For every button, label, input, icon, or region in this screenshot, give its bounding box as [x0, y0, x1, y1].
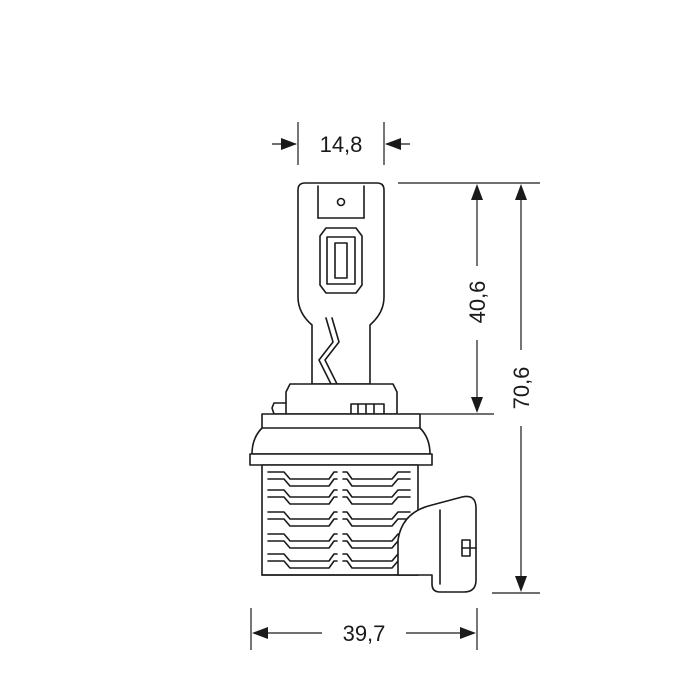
connector-latch: [461, 539, 471, 557]
tower-hole: [336, 197, 346, 207]
arrowhead: [515, 184, 527, 200]
led-chip: [319, 227, 363, 294]
flange-plate: [249, 453, 433, 466]
dimension-label-top-width: 14,8: [320, 132, 363, 157]
dimension-label-upper-height: 40,6: [465, 281, 490, 324]
led-bulb: [249, 182, 477, 593]
dimension-label-base-width: 39,7: [343, 621, 386, 646]
arrowhead: [385, 138, 401, 150]
arrowhead: [471, 397, 483, 413]
heatsink-fins-left: [267, 471, 338, 569]
arrowhead: [471, 184, 483, 200]
led-chip-die: [334, 242, 348, 279]
dimension-upper-height: 40,6: [398, 182, 494, 415]
arrowhead: [515, 576, 527, 592]
dimension-label-total-height: 70,6: [509, 367, 534, 410]
connector-plug: [397, 495, 477, 593]
tower-wire: [318, 317, 334, 385]
collar-tab-left: [271, 402, 287, 415]
collar-key: [350, 403, 385, 415]
led-chip-frame: [326, 236, 356, 285]
arrowhead: [460, 627, 476, 639]
dimension-top-width: 14,8: [272, 122, 410, 165]
arrowhead: [252, 627, 268, 639]
dimension-total-height: 70,6: [492, 182, 540, 594]
heatsink-fins-right: [342, 471, 411, 569]
bulb-flange: [251, 413, 431, 455]
tower-wire: [324, 317, 340, 385]
dimension-base-width: 39,7: [250, 608, 478, 650]
arrowhead: [281, 138, 297, 150]
